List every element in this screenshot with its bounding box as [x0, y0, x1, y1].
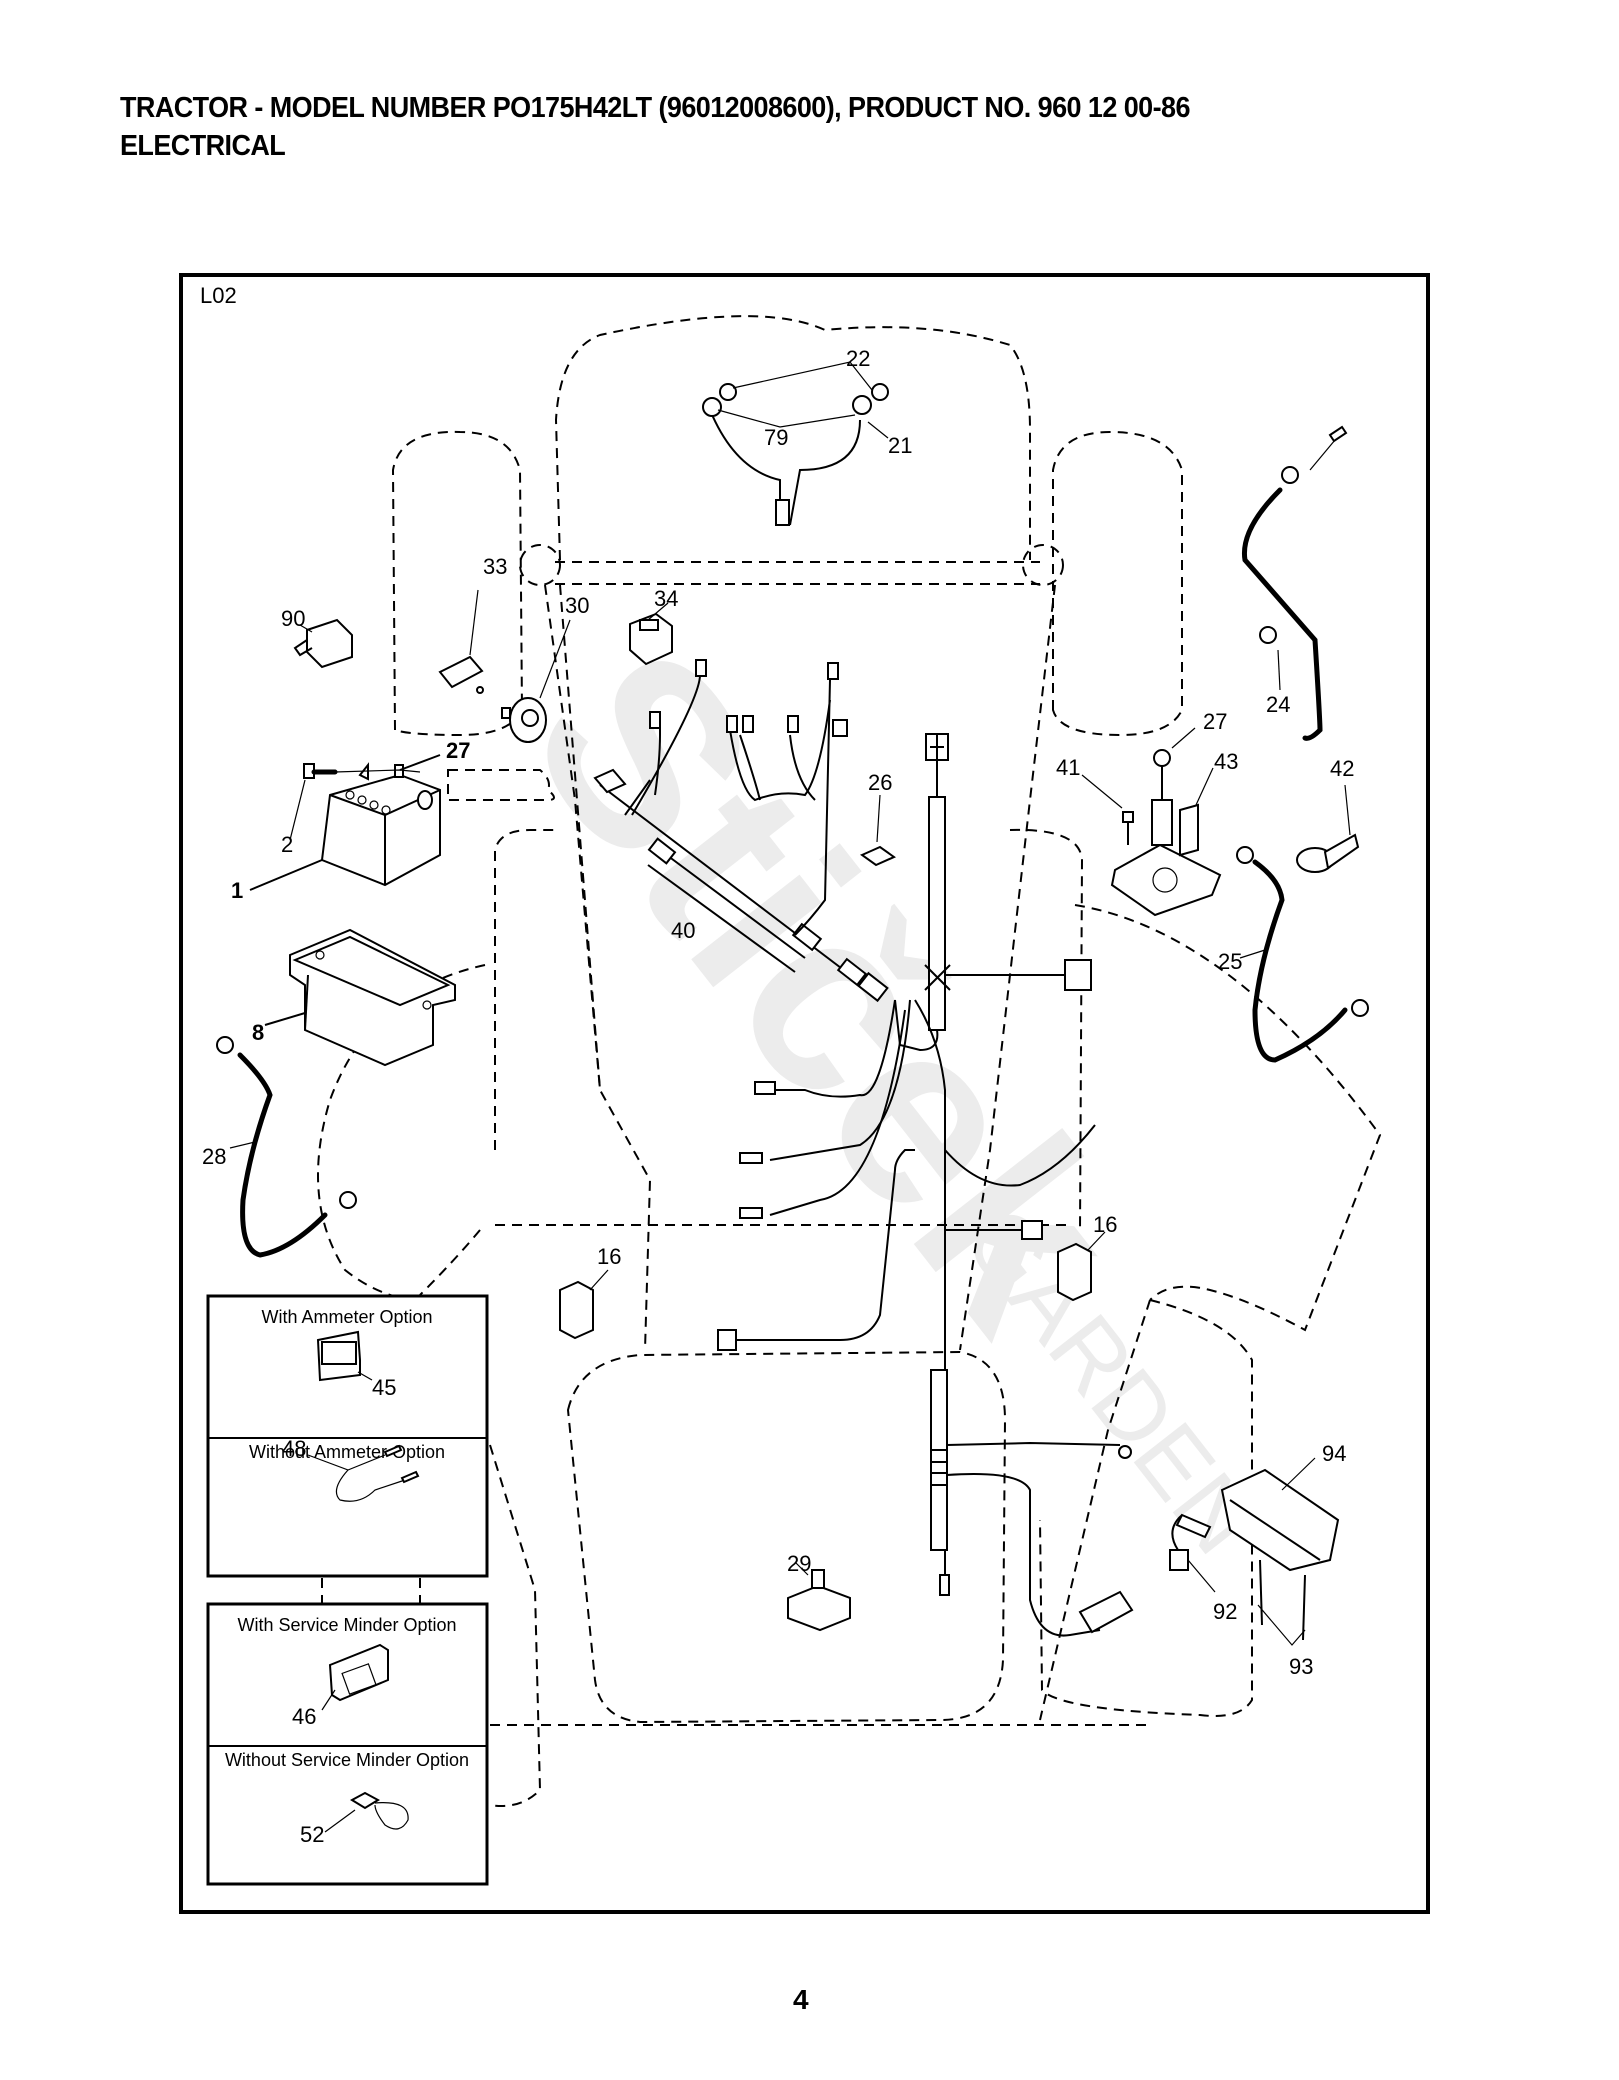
part-29-switch — [787, 1561, 851, 1632]
harness-connector-end — [593, 768, 627, 794]
part-16-relay-right — [1057, 1231, 1106, 1302]
diagram-code: L02 — [200, 283, 237, 308]
with-ammeter-label: With Ammeter Option — [261, 1307, 432, 1327]
callout-21: 21 — [888, 433, 912, 458]
jumper-wire-icon — [307, 1444, 420, 1502]
option-connector-lines — [321, 1578, 421, 1603]
part-46-label: 46 — [292, 1704, 316, 1729]
part-42-boot — [1296, 784, 1360, 873]
callout-8: 8 — [252, 1020, 264, 1045]
part-52-label: 52 — [300, 1822, 324, 1847]
callout-24: 24 — [1266, 692, 1290, 717]
callout-79: 79 — [764, 425, 788, 450]
callout-94: 94 — [1322, 1441, 1346, 1466]
without-ammeter-label: Without Ammeter Option — [249, 1442, 445, 1462]
callout-27-battery: 27 — [446, 738, 470, 763]
part-16-relay-left — [559, 1269, 609, 1340]
callout-92: 92 — [1213, 1599, 1237, 1624]
callout-90: 90 — [281, 606, 305, 631]
part-90-plug — [293, 618, 353, 669]
page-title: TRACTOR - MODEL NUMBER PO175H42LT (96012… — [120, 92, 1190, 124]
ammeter-icon — [316, 1330, 373, 1382]
callout-34: 34 — [654, 586, 678, 611]
part-25-cable — [1236, 846, 1369, 1063]
service-minder-icon — [321, 1643, 389, 1711]
callout-22: 22 — [846, 346, 870, 371]
callout-1: 1 — [231, 878, 243, 903]
callout-33: 33 — [483, 554, 507, 579]
part-41-bolt — [1081, 774, 1134, 845]
part-28-cable — [216, 1036, 357, 1258]
part-94-module — [1220, 1457, 1340, 1646]
callout-41: 41 — [1056, 755, 1080, 780]
headlight-harness — [702, 361, 889, 526]
callout-25: 25 — [1218, 949, 1242, 974]
callout-29: 29 — [787, 1551, 811, 1576]
part-8-battery-tray — [264, 928, 456, 1067]
callout-43: 43 — [1214, 749, 1238, 774]
callout-16-right: 16 — [1093, 1212, 1117, 1237]
without-service-minder-label: Without Service Minder Option — [225, 1750, 469, 1770]
service-minder-jumper-icon — [324, 1791, 409, 1833]
watermark: Stiček GARDEN — [476, 596, 1277, 1573]
callout-40: 40 — [671, 918, 695, 943]
callout-42: 42 — [1330, 756, 1354, 781]
part-33-key — [438, 589, 484, 694]
callout-27-solenoid: 27 — [1203, 709, 1227, 734]
part-45-label: 45 — [372, 1375, 396, 1400]
callout-16-left: 16 — [597, 1244, 621, 1269]
part-34-switch — [629, 602, 673, 666]
wiring-harness — [593, 659, 1134, 1637]
part-26-fuse — [859, 794, 897, 867]
callouts: 22 79 21 33 30 34 90 27 2 1 26 40 24 27 … — [202, 346, 1354, 1679]
service-minder-option-box: With Service Minder Option 46 Without Se… — [206, 1602, 489, 1886]
page-number: 4 — [793, 1984, 809, 2015]
diagram-frame — [179, 273, 1430, 1914]
ammeter-option-box: With Ammeter Option 45 Without Ammeter O… — [206, 1294, 489, 1578]
callout-26: 26 — [868, 770, 892, 795]
part-92-connector — [1169, 1513, 1216, 1593]
part-1-battery — [249, 754, 441, 891]
part-30-ignition-switch — [501, 619, 571, 743]
part-43-solenoid — [1110, 727, 1222, 917]
with-service-minder-label: With Service Minder Option — [237, 1615, 456, 1635]
part-48-label: 48 — [282, 1436, 306, 1461]
callout-2: 2 — [281, 832, 293, 857]
callout-28: 28 — [202, 1144, 226, 1169]
part-24-cable — [1241, 425, 1348, 741]
callout-30: 30 — [565, 593, 589, 618]
section-title: ELECTRICAL — [120, 130, 286, 162]
callout-93: 93 — [1289, 1654, 1313, 1679]
